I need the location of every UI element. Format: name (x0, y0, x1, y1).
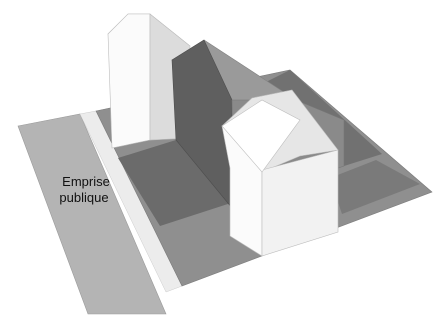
side-yard-shadow (330, 160, 420, 214)
zone-label-line2: publique (59, 190, 108, 205)
public-zone-strip (17, 113, 167, 315)
zone-label-line1: Emprise (62, 174, 110, 189)
front-building-gable-top (221, 99, 301, 173)
front-building-side-wall (261, 149, 339, 257)
rear-building-gable-wall (107, 13, 151, 149)
courtyard-shadow (118, 140, 234, 226)
rear-building (107, 13, 191, 149)
front-building (221, 89, 339, 257)
